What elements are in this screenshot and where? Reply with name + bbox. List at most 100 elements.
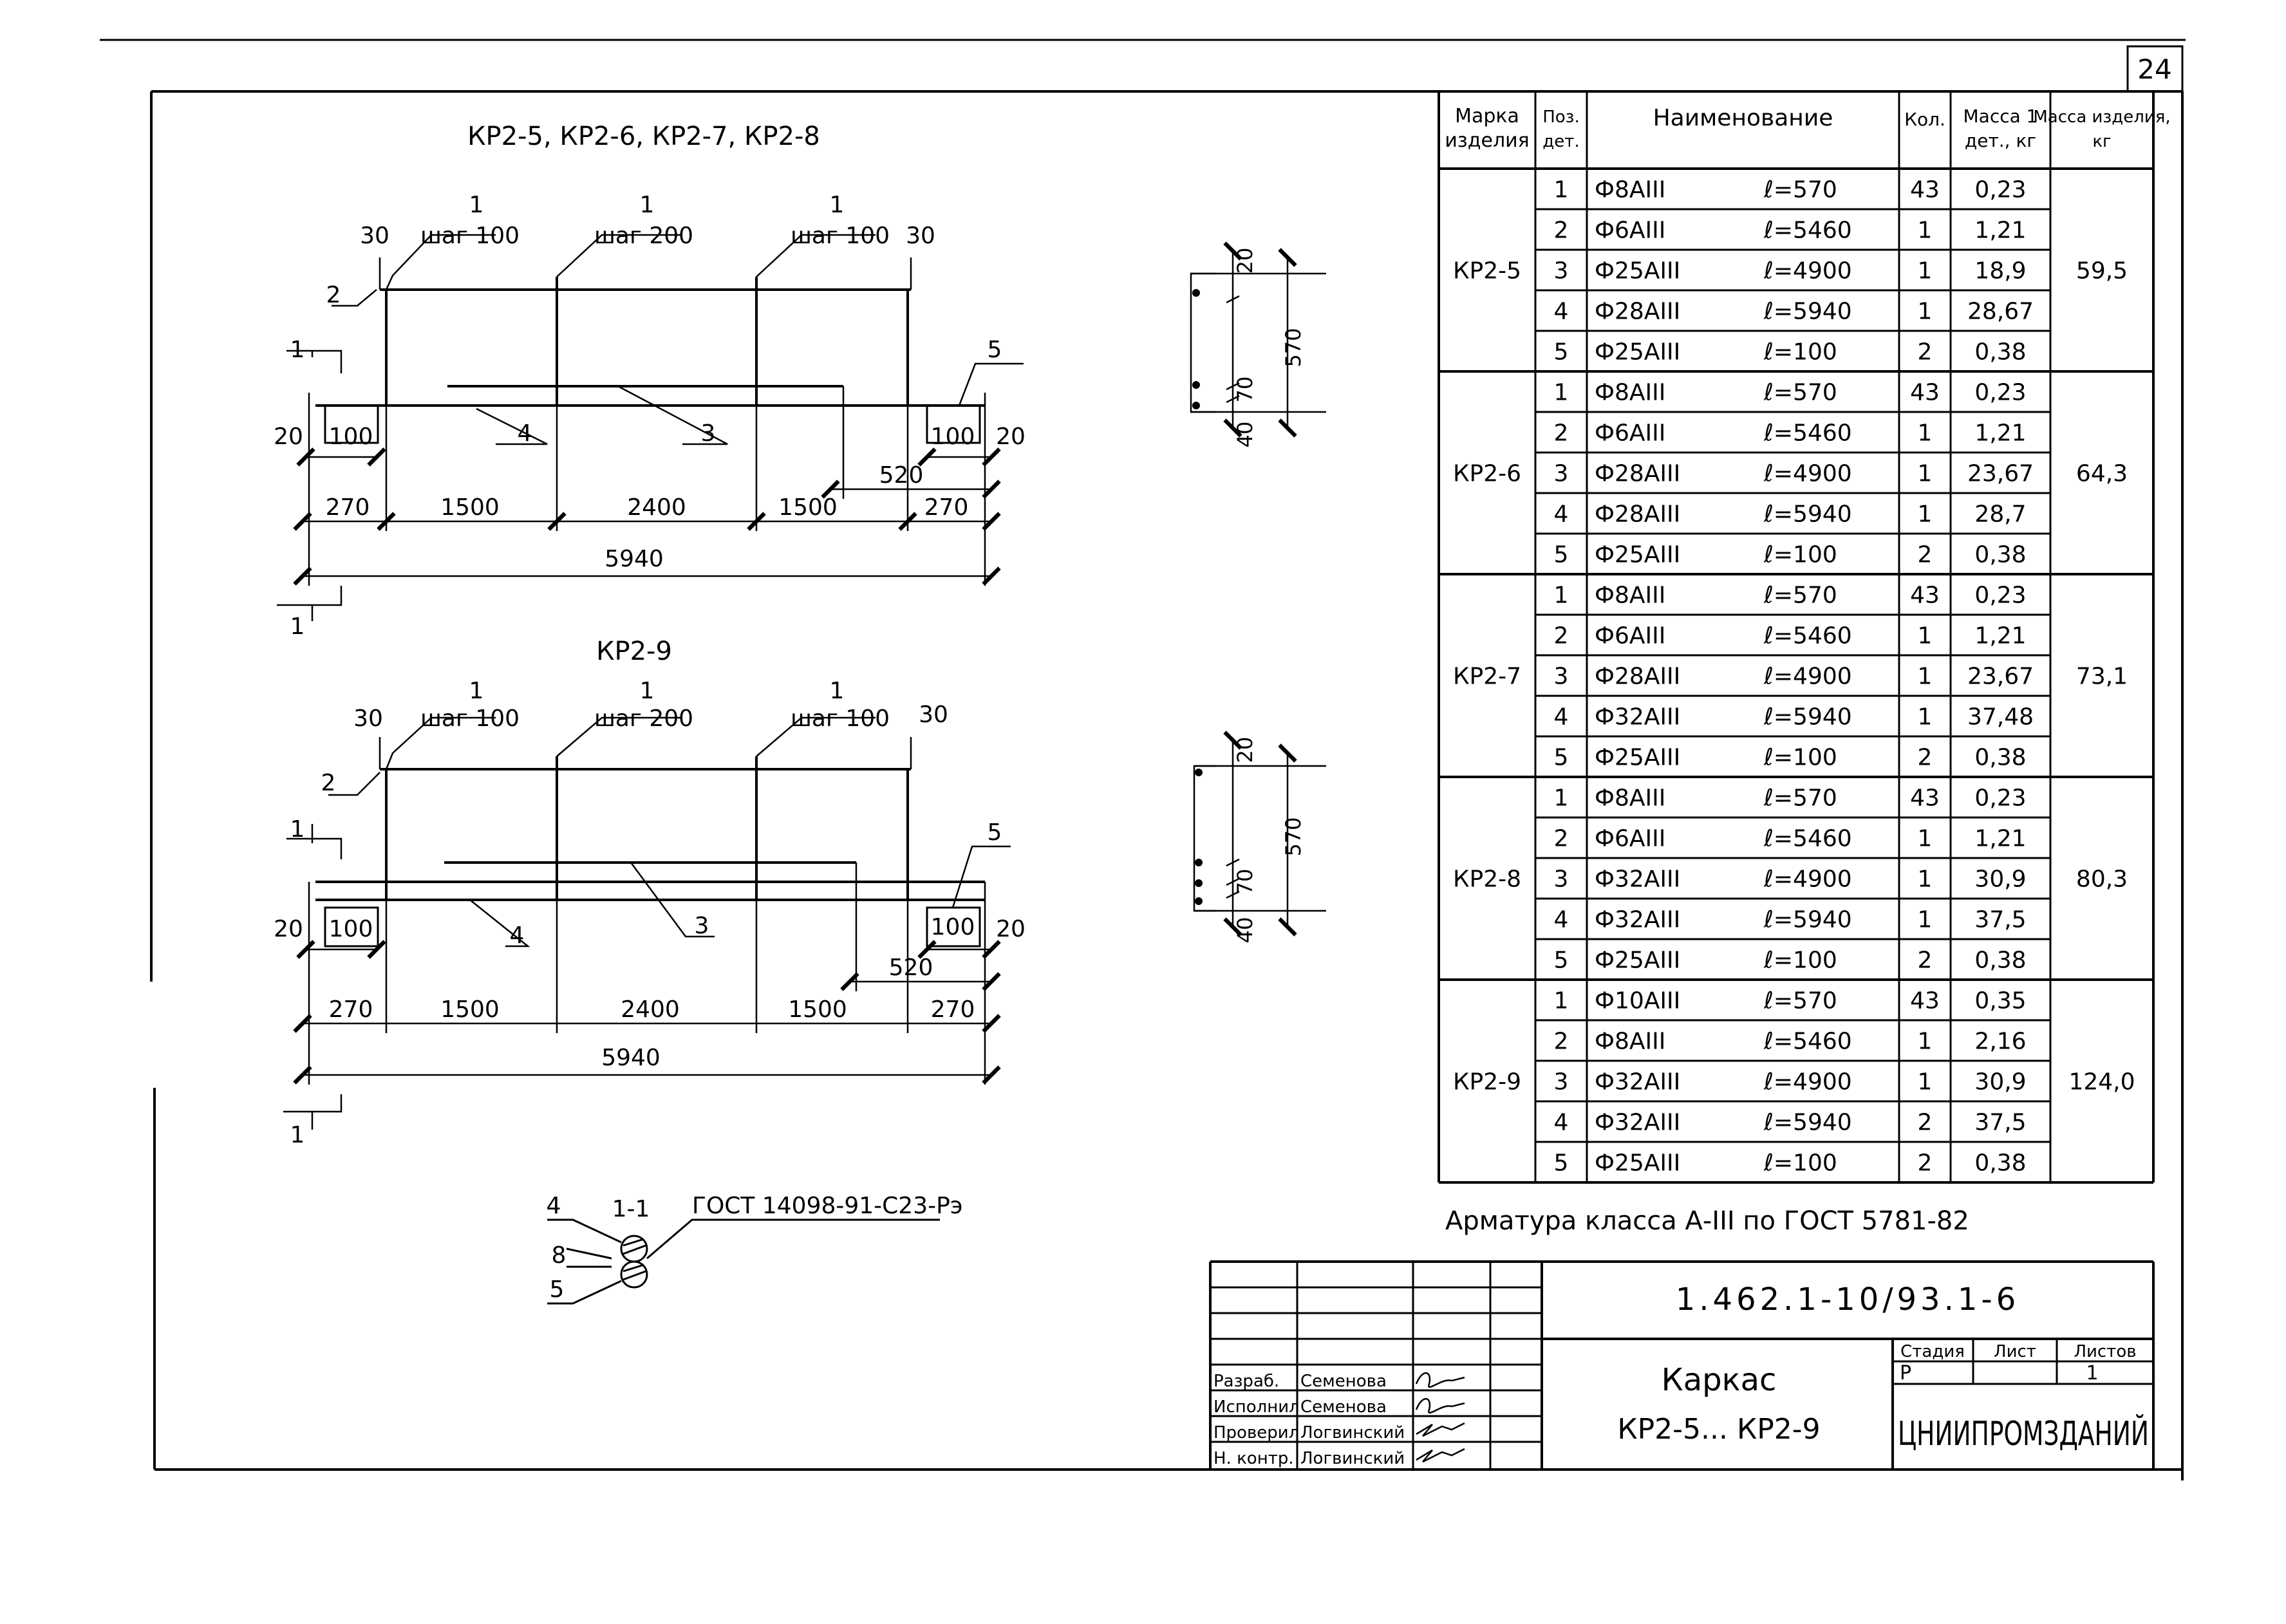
top-pos-5: 5 [988,337,1002,363]
cs-bottom-dim-40: 40 [1233,917,1257,944]
row-bar: Ф10АIII [1595,988,1680,1014]
row-mass: 0,23 [1974,380,2026,406]
header-name: Наименование [1653,105,1833,131]
cs-top-dim-40: 40 [1233,422,1257,448]
row-length: ℓ=570 [1763,785,1837,812]
bottom-dim-270-left: 270 [329,996,373,1023]
row-length: ℓ=570 [1763,177,1837,203]
bottom-step-label-1: шаг 100 [420,705,520,732]
header-mass-item: Масса изделия,кг [2033,107,2170,151]
row-mass: 30,9 [1974,1069,2026,1096]
row-pos: 5 [1554,947,1569,974]
bottom-pos-5: 5 [988,819,1002,846]
row-bar: Ф28АIII [1595,664,1680,690]
bottom-dim-100-right: 100 [931,914,975,940]
row-length: ℓ=4900 [1763,866,1852,893]
row-bar: Ф6АIII [1595,623,1665,649]
row-qty: 1 [1918,907,1933,933]
row-mass: 1,21 [1974,826,2026,852]
elevation-bottom: КР2-9 [274,637,1026,1148]
row-bar: Ф8АIII [1595,380,1665,406]
top-dim-100-right: 100 [931,424,975,450]
row-mass: 28,67 [1967,299,2034,325]
sign-role-3: Проверил [1213,1423,1299,1442]
row-qty: 2 [1918,339,1933,366]
row-length: ℓ=5940 [1763,501,1852,528]
row-pos: 5 [1554,542,1569,568]
sign-role-4: Н. контр. [1213,1449,1294,1468]
row-length: ℓ=570 [1763,380,1837,406]
title-line-2: КР2-5... КР2-9 [1617,1413,1820,1446]
row-qty: 1 [1918,299,1933,325]
bottom-dim-20-right: 20 [996,916,1026,942]
bottom-dim-1500-right: 1500 [788,996,847,1023]
top-dim-2400: 2400 [627,494,686,521]
row-qty: 1 [1918,1029,1933,1055]
row-length: ℓ=100 [1763,1150,1837,1177]
row-pos: 3 [1554,1069,1569,1096]
bottom-pos-3: 3 [695,913,709,939]
row-qty: 1 [1918,866,1933,893]
row-length: ℓ=100 [1763,542,1837,568]
row-pos: 3 [1554,258,1569,285]
bottom-dim-1500-left: 1500 [440,996,500,1023]
header-qty: Кол. [1904,109,1945,130]
top-section-mark-top: 1 [290,337,305,363]
bottom-step-label-2: шаг 200 [594,705,693,732]
row-bar: Ф28АIII [1595,461,1680,487]
row-qty: 1 [1918,501,1933,528]
row-length: ℓ=570 [1763,583,1837,609]
row-pos: 3 [1554,664,1569,690]
row-length: ℓ=5940 [1763,1110,1852,1136]
group-mass: 64,3 [2076,461,2128,487]
cross-section-bottom: 20 570 70 40 [1193,731,1326,944]
sign-name-3: Логвинский [1300,1423,1405,1442]
row-length: ℓ=4900 [1763,461,1852,487]
row-length: ℓ=100 [1763,947,1837,974]
section-detail-standard: ГОСТ 14098-91-С23-Рэ [692,1193,963,1219]
row-bar: Ф32АIII [1595,1110,1680,1136]
top-dim-270-left: 270 [326,494,370,521]
row-mass: 18,9 [1974,258,2026,285]
row-mass: 0,38 [1974,1150,2026,1177]
bottom-pos-marker-2: 1 [640,678,655,704]
row-bar: Ф25АIII [1595,1150,1680,1177]
top-step-label-2: шаг 200 [594,223,693,249]
row-length: ℓ=5460 [1763,420,1852,447]
bottom-dim-270-right: 270 [931,996,975,1023]
group-mass: 73,1 [2076,664,2128,690]
row-qty: 1 [1918,1069,1933,1096]
row-length: ℓ=5460 [1763,218,1852,244]
row-bar: Ф25АIII [1595,258,1680,285]
row-pos: 5 [1554,745,1569,771]
row-mass: 0,23 [1974,583,2026,609]
bottom-pos-2: 2 [321,770,336,796]
row-mass: 1,21 [1974,420,2026,447]
row-mass: 0,38 [1974,339,2026,366]
cs-bottom-dim-570: 570 [1281,817,1306,856]
header-pos: Поз.дет. [1542,107,1580,151]
top-dim-20-left: 20 [274,424,303,450]
bottom-pos-marker-1: 1 [469,678,484,704]
row-mass: 0,38 [1974,542,2026,568]
row-qty: 43 [1910,785,1940,812]
top-section-mark-bottom: 1 [290,613,305,640]
row-pos: 4 [1554,907,1569,933]
top-dim-100-left: 100 [329,424,373,450]
stage-value: Р [1900,1362,1911,1385]
sign-name-2: Семенова [1300,1397,1387,1417]
row-bar: Ф28АIII [1595,501,1680,528]
row-mass: 2,16 [1974,1029,2026,1055]
section-detail: 1-1 ГОСТ 14098-91-С23-Рэ 4 5 8 [547,1193,963,1305]
row-bar: Ф32АIII [1595,704,1680,731]
organization: ЦНИИПРОМЗДАНИЙ [1898,1414,2149,1453]
row-bar: Ф8АIII [1595,1029,1665,1055]
row-pos: 3 [1554,866,1569,893]
top-dim-30-left: 30 [360,223,389,249]
bottom-dim-100-left: 100 [329,916,373,942]
row-bar: Ф8АIII [1595,785,1665,812]
row-length: ℓ=5940 [1763,299,1852,325]
row-mass: 37,5 [1974,1110,2026,1136]
